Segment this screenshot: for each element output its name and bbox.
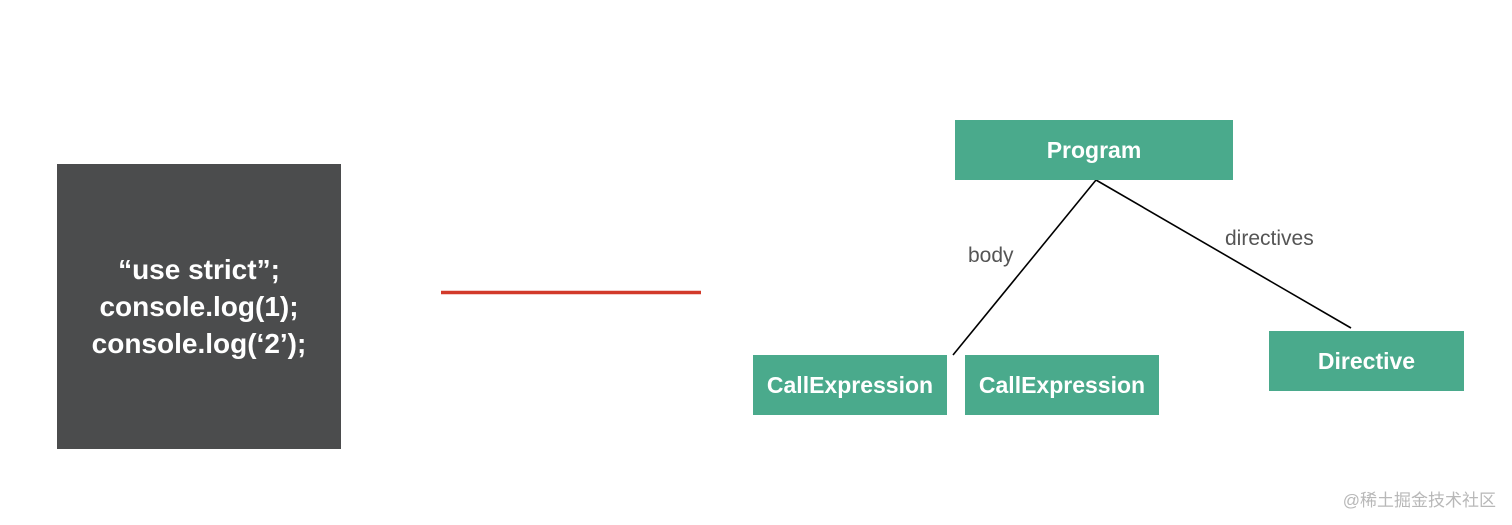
edge-label-body: body [968,244,1014,267]
edge-body-line [952,179,1097,356]
source-code-box: “use strict”; console.log(1); console.lo… [57,164,341,449]
node-call-expression-2: CallExpression [965,355,1159,415]
watermark: @稀土掘金技术社区 [1342,491,1496,510]
transform-connector-line [441,290,701,295]
edge-directives-line [1095,179,1352,329]
edge-label-directives: directives [1225,227,1314,250]
code-line-use-strict: “use strict”; [118,254,280,285]
code-line-console-log-2: console.log(‘2’); [91,328,307,359]
code-line-console-log-1: console.log(1); [99,291,299,322]
node-call-expression-1: CallExpression [753,355,947,415]
node-program: Program [955,120,1233,180]
node-directive: Directive [1269,331,1464,391]
